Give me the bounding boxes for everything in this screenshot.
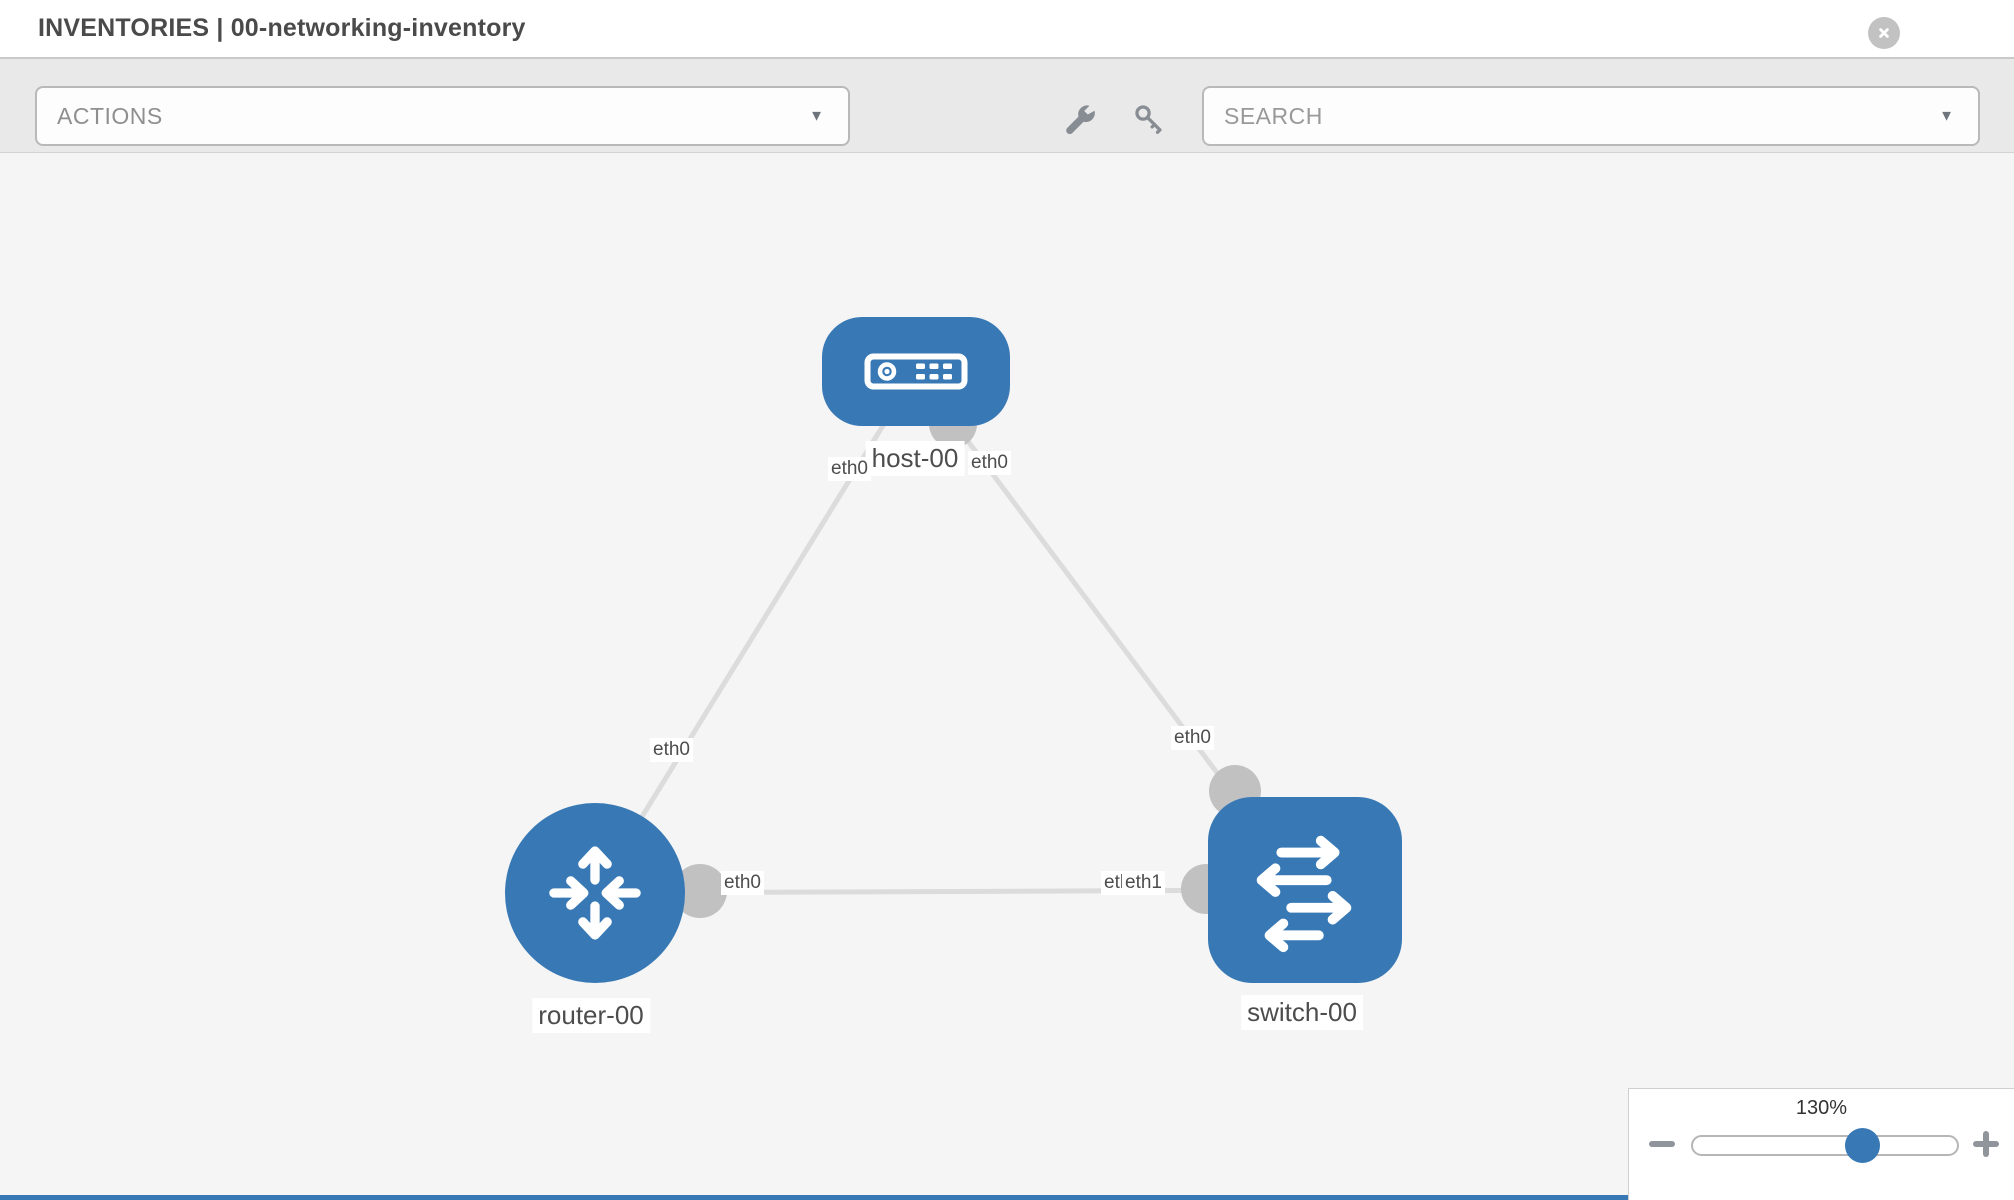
credentials-button[interactable] (1132, 102, 1166, 136)
if-label-switch-to-router: eth1 (1122, 871, 1165, 895)
switch-icon (1236, 821, 1374, 959)
toolbar: ACTIONS ▼ ▼ (0, 57, 2014, 153)
key-icon (1132, 105, 1166, 139)
plus-icon (1973, 1131, 1999, 1157)
zoom-panel: 130% (1628, 1088, 2014, 1200)
router-icon (539, 837, 651, 949)
page-title: INVENTORIES | 00-networking-inventory (38, 14, 526, 42)
if-label-host-to-switch: eth0 (968, 451, 1011, 475)
minus-icon (1649, 1141, 1675, 1147)
node-switch[interactable] (1208, 797, 1402, 983)
zoom-slider-knob[interactable] (1845, 1128, 1880, 1163)
node-router[interactable] (505, 803, 685, 983)
node-host-label: host-00 (865, 441, 965, 476)
close-icon (1875, 24, 1893, 42)
chevron-down-icon: ▼ (809, 107, 824, 125)
host-icon (864, 353, 968, 390)
if-label-switch-to-host: eth0 (1171, 726, 1214, 750)
interface-dot-router-eth0[interactable] (673, 864, 727, 918)
configure-button[interactable] (1062, 100, 1098, 136)
topology-canvas[interactable]: host-00 router-00 switch-00 eth0 eth0 et… (0, 153, 2014, 1200)
node-host[interactable] (822, 317, 1010, 426)
zoom-out-button[interactable] (1649, 1141, 1675, 1147)
search-input[interactable] (1204, 101, 1884, 131)
actions-dropdown-label: ACTIONS (57, 102, 163, 129)
chevron-down-icon: ▼ (1939, 107, 1954, 125)
if-label-router-to-switch: eth0 (721, 871, 764, 895)
actions-dropdown[interactable]: ACTIONS ▼ (35, 86, 850, 146)
if-label-router-to-host: eth0 (650, 738, 693, 762)
footer-accent-bar (0, 1195, 2014, 1200)
close-button[interactable] (1868, 17, 1900, 49)
node-switch-label: switch-00 (1241, 995, 1363, 1030)
zoom-slider-track[interactable] (1691, 1128, 1959, 1163)
header: INVENTORIES | 00-networking-inventory (0, 0, 2014, 57)
zoom-value: 130% (1795, 1097, 1848, 1119)
node-router-label: router-00 (532, 998, 650, 1033)
if-label-host-to-router: eth0 (828, 457, 871, 481)
links-layer (592, 370, 1307, 918)
zoom-in-button[interactable] (1973, 1131, 1999, 1157)
search-combobox[interactable]: ▼ (1202, 86, 1980, 146)
wrench-icon (1062, 105, 1098, 139)
